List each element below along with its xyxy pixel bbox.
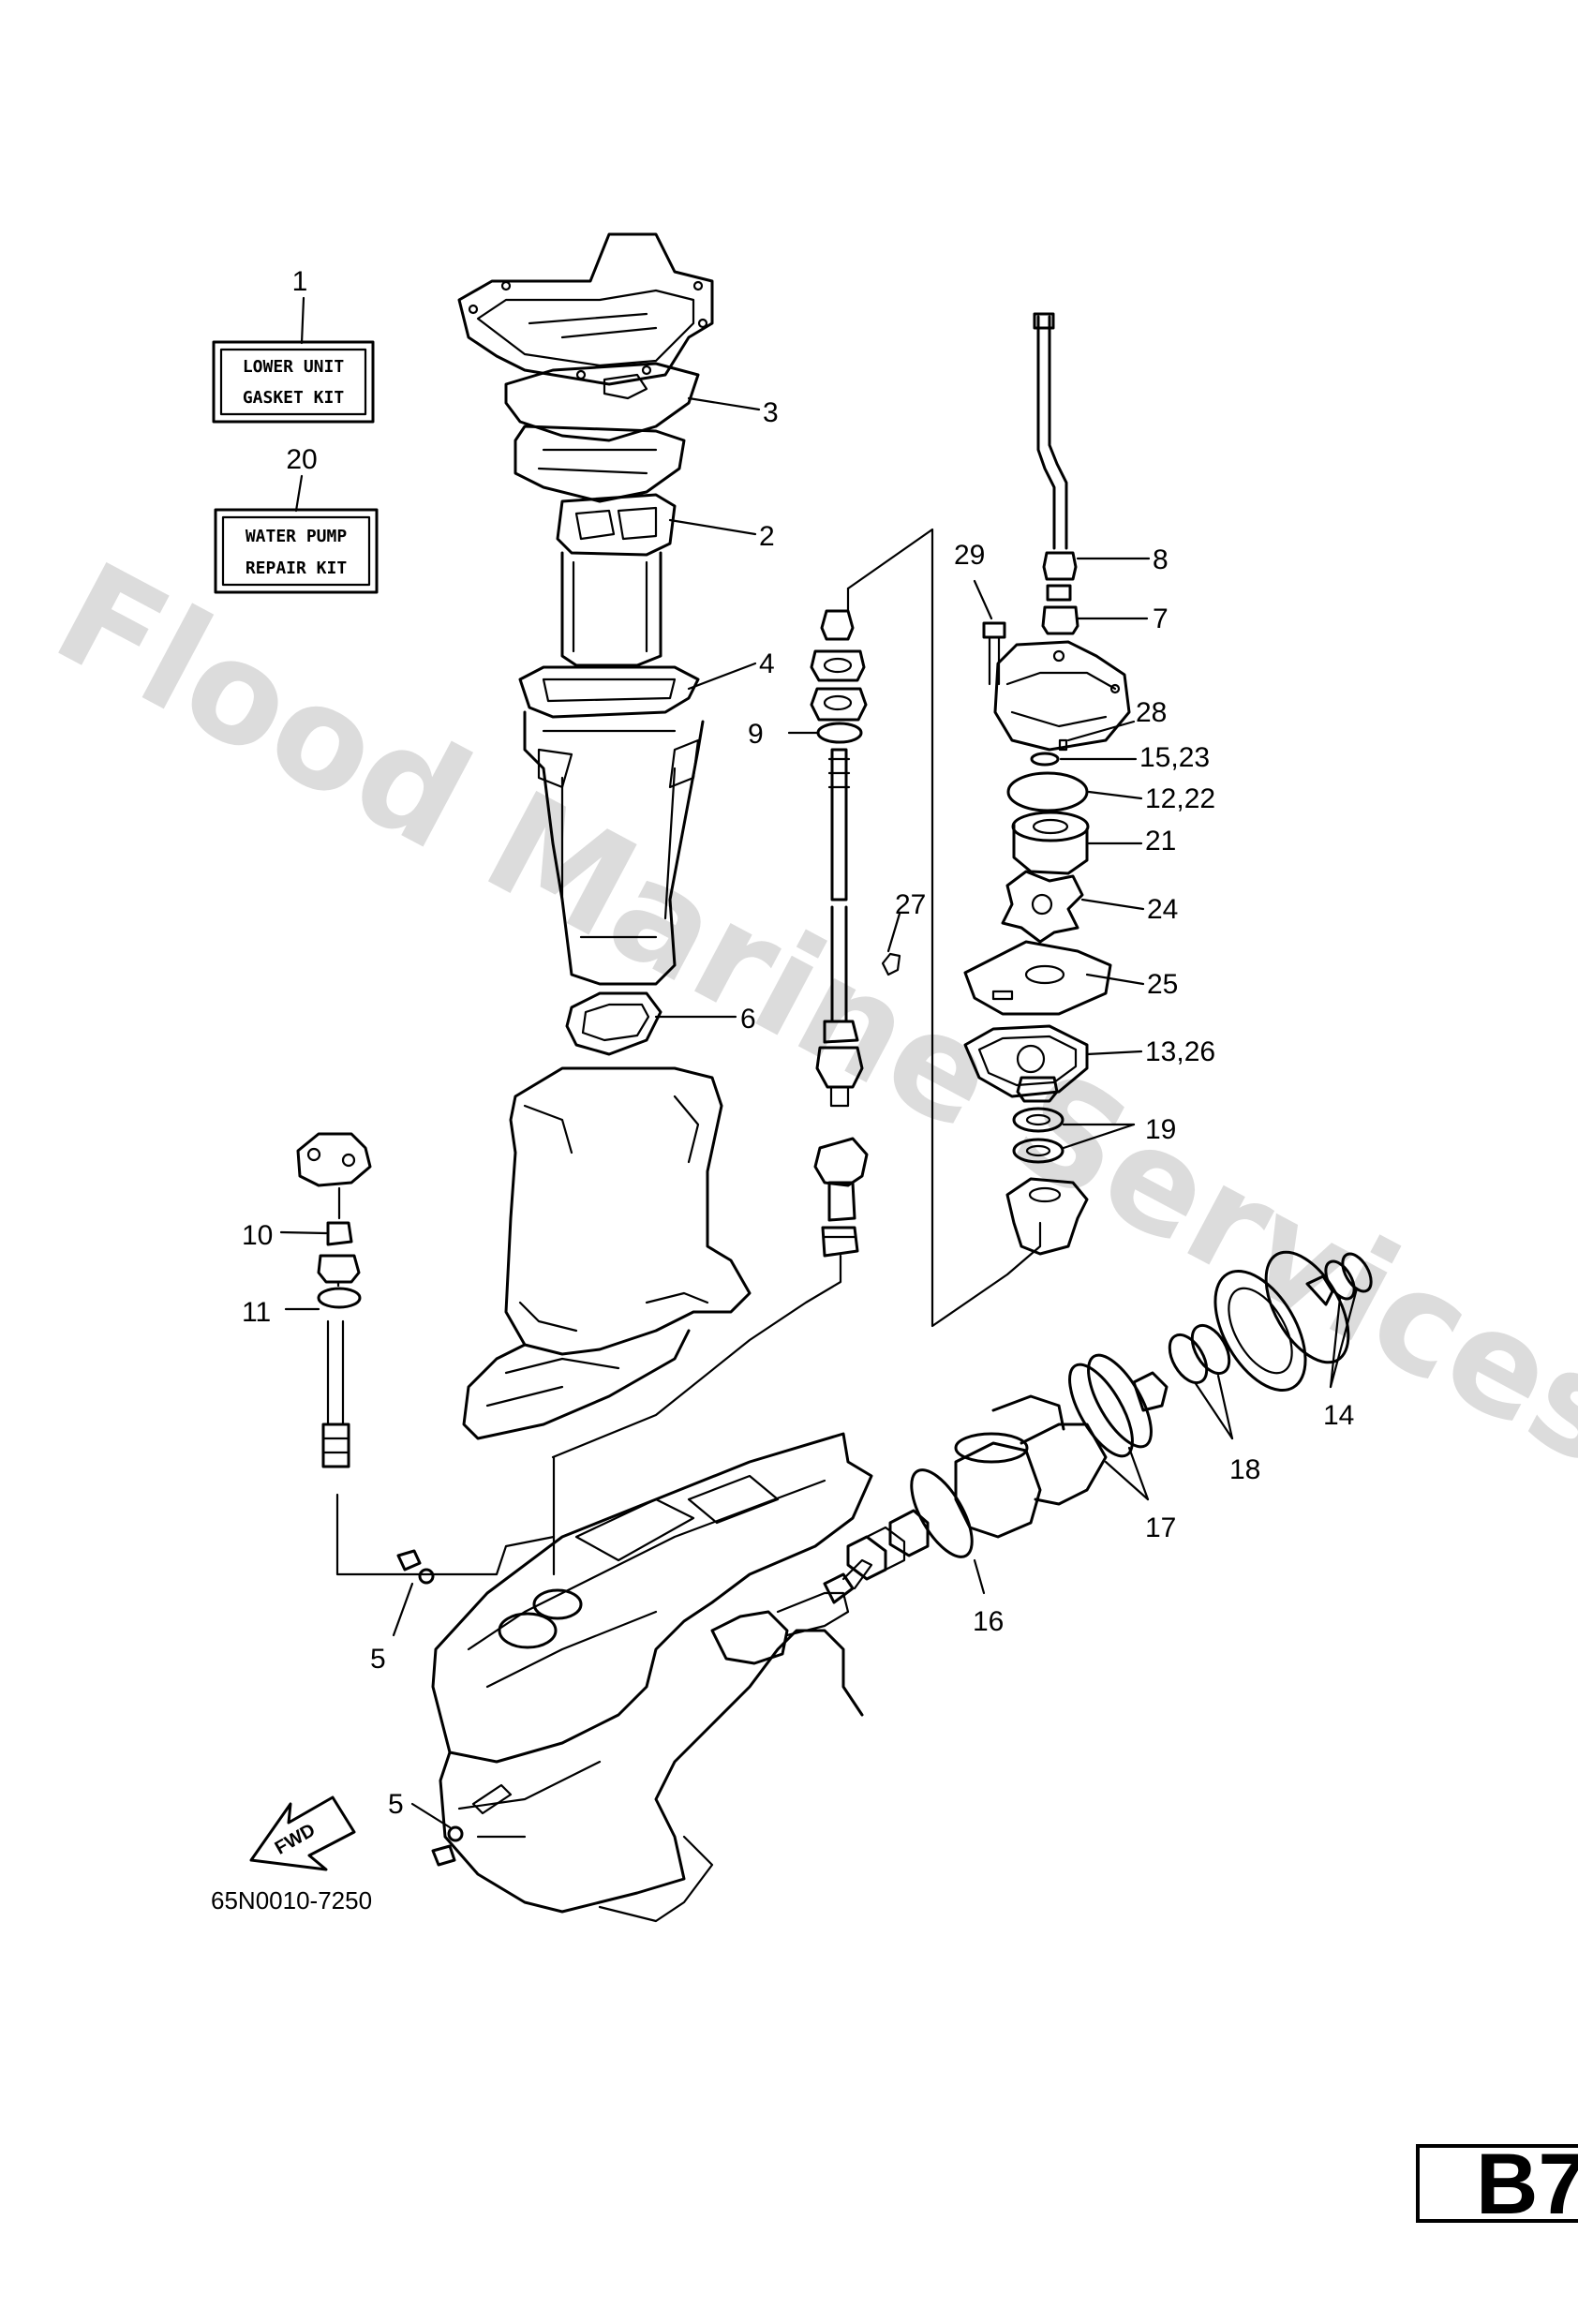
callout-13-26: 13,26 <box>1145 1036 1215 1067</box>
callout-15-23: 15,23 <box>1139 742 1210 773</box>
page-id-box: B7 <box>1416 2137 1578 2232</box>
kit-label-line1: LOWER UNIT <box>243 357 345 377</box>
callout-4: 4 <box>759 648 775 679</box>
callout-21: 21 <box>1145 826 1176 857</box>
callout-3: 3 <box>763 397 779 428</box>
callout-numbers: 3 2 4 6 29 8 7 9 28 15,23 12,22 21 27 24… <box>242 397 1354 1820</box>
kit-box-lower-unit-gasket: 1 LOWER UNIT GASKET KIT <box>212 266 375 424</box>
kit-label-line2: GASKET KIT <box>243 388 345 408</box>
kit-number: 1 <box>292 266 308 297</box>
callout-17: 17 <box>1145 1512 1176 1543</box>
diagram-code: 65N0010-7250 <box>211 1886 372 1914</box>
callout-11: 11 <box>242 1297 271 1328</box>
leader-lines-bottom <box>973 1287 1359 1595</box>
drive-shaft-group <box>551 528 1042 1459</box>
callout-24: 24 <box>1147 894 1178 925</box>
page-id: B7 <box>1476 2137 1578 2232</box>
callout-6: 6 <box>740 1004 756 1035</box>
kit-number: 20 <box>286 444 317 475</box>
callout-12-22: 12,22 <box>1145 783 1215 814</box>
callout-19: 19 <box>1145 1114 1176 1145</box>
screw-group-5 <box>392 1549 464 1867</box>
watermark-text: Flood Marine Services <box>31 532 1578 1498</box>
water-pump-group <box>963 312 1151 1256</box>
callout-2: 2 <box>759 521 775 552</box>
callout-10: 10 <box>242 1220 273 1251</box>
gearcase-group <box>431 1250 1373 1923</box>
kit-label-line2: REPAIR KIT <box>246 559 348 578</box>
upper-casing-group <box>457 232 752 1576</box>
callout-27: 27 <box>895 889 926 920</box>
shift-rod-group <box>279 1132 556 1576</box>
callout-9: 9 <box>748 719 764 750</box>
callout-5-upper: 5 <box>370 1644 386 1675</box>
callout-14: 14 <box>1323 1400 1354 1431</box>
leader-lines-left <box>654 396 761 1019</box>
fwd-arrow-icon: FWD <box>249 1795 356 1871</box>
kit-label-line1: WATER PUMP <box>246 527 348 546</box>
callout-18: 18 <box>1229 1454 1260 1485</box>
callout-16: 16 <box>973 1606 1004 1637</box>
callout-7: 7 <box>1153 603 1169 634</box>
callout-5-lower: 5 <box>388 1789 404 1820</box>
callout-25: 25 <box>1147 969 1178 1000</box>
kit-box-water-pump-repair: 20 WATER PUMP REPAIR KIT <box>214 444 379 594</box>
callout-28: 28 <box>1136 697 1167 728</box>
callout-8: 8 <box>1153 544 1169 575</box>
callout-29: 29 <box>954 540 985 571</box>
